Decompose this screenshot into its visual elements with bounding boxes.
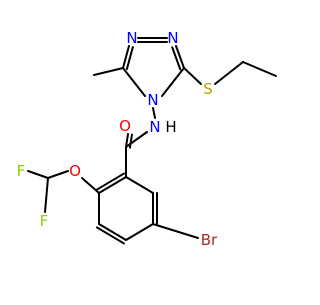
molecule-canvas: N N N S O N H O F F Br <box>17 29 277 249</box>
bond-layer <box>27 37 277 245</box>
bond-n4-c3 <box>122 67 146 97</box>
atom-fluorine-2: F <box>40 212 49 230</box>
bond-ch2-ch3 <box>242 61 277 77</box>
bond-r3-r4 <box>98 223 127 241</box>
atom-n1: N <box>167 29 178 47</box>
bond-c3-me <box>93 67 124 76</box>
bond-r5-br <box>152 223 199 239</box>
bond-n1-c5 <box>175 45 185 69</box>
bond-cc-o <box>125 133 129 148</box>
bond-r1-r2-second <box>95 172 125 191</box>
atom-bromine: Br <box>201 231 218 249</box>
bond-cc-o-second <box>128 133 133 149</box>
atom-amide-nitrogen: N <box>149 118 160 136</box>
bond-oe-cf <box>47 170 69 179</box>
bond-c3-n2 <box>122 45 130 69</box>
bond-r1-r2 <box>98 176 127 194</box>
atom-label-layer: N N N S O N H O F F Br <box>17 29 218 249</box>
bond-r2-oe <box>81 177 100 194</box>
bond-n4-nh <box>152 107 156 119</box>
atom-sulfur: S <box>203 80 213 98</box>
atom-ether-oxygen: O <box>69 162 81 180</box>
bond-n1-c5-second <box>171 46 182 71</box>
molecule-structure: N N N S O N H O F F Br <box>17 29 277 249</box>
atom-fluorine-1: F <box>17 162 26 180</box>
bond-c3-n2-second <box>125 46 134 71</box>
bond-r4-r5 <box>125 223 154 241</box>
atom-carbonyl-oxygen: O <box>119 117 131 135</box>
atom-n2: N <box>126 29 137 47</box>
bond-c5-s <box>183 67 202 85</box>
bond-s-ch2 <box>214 61 244 85</box>
bond-r6-r1 <box>125 176 154 194</box>
bond-r3-r4-second <box>95 226 125 245</box>
bond-cf-f1 <box>27 170 49 179</box>
bond-cf-f2 <box>44 177 49 213</box>
atom-amide-hydrogen: H <box>165 118 176 136</box>
atom-n4-triazole: N <box>147 91 158 109</box>
bond-c5-n4 <box>161 67 185 97</box>
